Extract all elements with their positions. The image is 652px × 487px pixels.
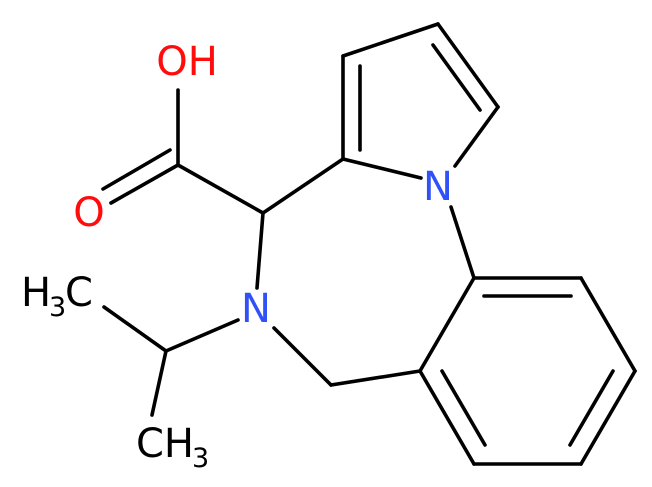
- bond-npyrrole-to-c3a: [341, 157, 423, 180]
- carboxyl-group: [101, 88, 265, 215]
- bond-c4-to-namine: [255, 211, 265, 290]
- bond-pyrrole-c2-c1-inner: [431, 43, 482, 112]
- bond-pyrrole-c1-n: [453, 105, 500, 168]
- bond-ch-to-methyl-top: [102, 305, 168, 353]
- bond-ch-to-methyl-bottom: [150, 349, 168, 417]
- bond-namine-to-ch2: [272, 326, 333, 387]
- bond-benzene-2: [579, 276, 637, 373]
- bond-pyrrole-c2-c1: [436, 22, 500, 109]
- amine-nitrogen-label: N: [241, 286, 271, 332]
- bond-namine-to-ch: [164, 318, 240, 353]
- bond-carboxyl-double-o-1: [109, 163, 180, 205]
- bond-benzene-to-npyrrole: [449, 205, 476, 280]
- bond-pyrrole-c3-c2: [341, 22, 440, 58]
- methyl-bottom-label: CH 3: [136, 421, 209, 474]
- bond-benzene-5: [418, 369, 476, 466]
- pyrrole-nitrogen-label: N: [423, 164, 453, 210]
- bond-benzene-3: [579, 369, 637, 466]
- pyrrole-ring: [341, 22, 500, 168]
- bond-benzene-3-inner: [568, 369, 615, 447]
- hydroxyl-label: OH: [156, 39, 218, 85]
- bond-benzene-6: [418, 276, 476, 373]
- bond-carboxyl-double-o-2: [101, 148, 172, 191]
- bond-c4-to-carboxyl: [176, 163, 265, 215]
- diazepine-ring: [255, 157, 476, 387]
- benzene-ring: [418, 276, 637, 466]
- methyl-bottom-ch: CH: [136, 421, 194, 467]
- isopropyl-group: [102, 305, 240, 417]
- bond-c3a-to-c4: [261, 157, 345, 215]
- bond-benzene-5-inner: [440, 369, 487, 447]
- methyl-top-subscript: 3: [49, 292, 66, 323]
- methyl-top-label: H 3 C: [21, 270, 93, 323]
- carbonyl-oxygen-label: O: [73, 190, 104, 236]
- methyl-top-c: C: [65, 270, 93, 316]
- methyl-top-h: H: [21, 270, 51, 316]
- bond-ch2-to-benzene: [329, 369, 422, 387]
- methyl-bottom-subscript: 3: [192, 443, 209, 474]
